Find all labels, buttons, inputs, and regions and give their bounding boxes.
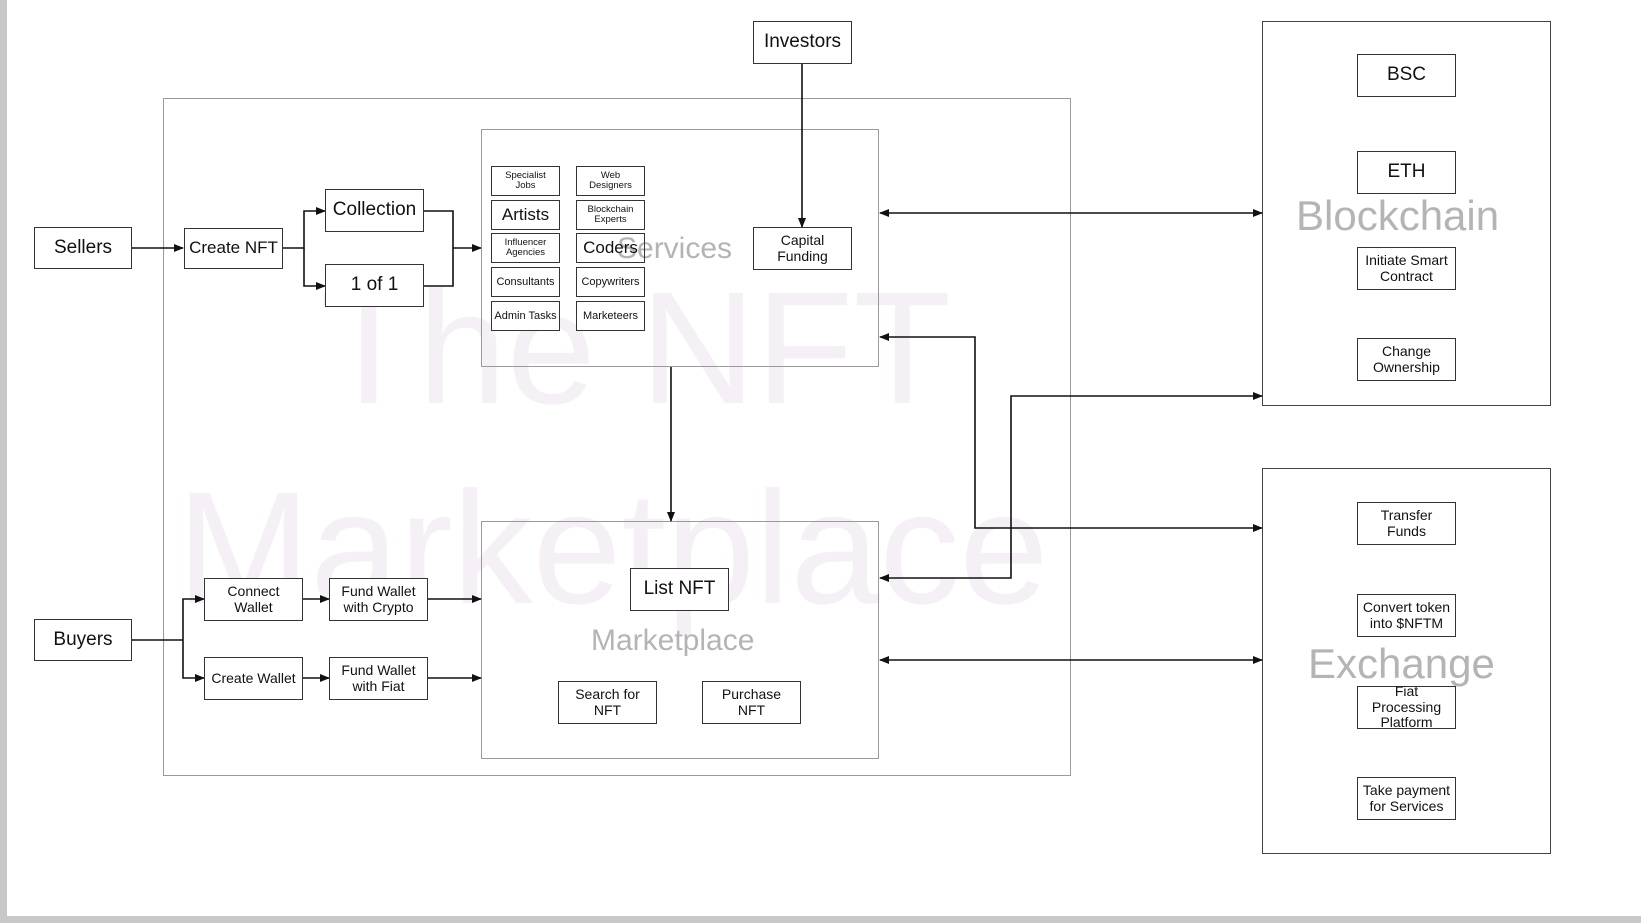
service-web-designers[interactable]: Web Designers bbox=[576, 166, 645, 196]
service-label: Artists bbox=[501, 204, 550, 224]
one-of-one-node[interactable]: 1 of 1 bbox=[325, 264, 424, 307]
service-label: Consultants bbox=[496, 275, 555, 288]
blockchain-bsc-node[interactable]: BSC bbox=[1357, 54, 1456, 97]
create-nft-label: Create NFT bbox=[189, 238, 278, 258]
fund-fiat-node[interactable]: Fund Wallet with Fiat bbox=[329, 657, 428, 700]
blockchain-initiate-contract-node[interactable]: Initiate Smart Contract bbox=[1357, 247, 1456, 290]
service-copywriters[interactable]: Copywriters bbox=[576, 267, 645, 297]
exchange-item-label: Convert token into $NFTM bbox=[1362, 599, 1451, 631]
blockchain-item-label: BSC bbox=[1386, 64, 1427, 86]
service-label: Influencer Agencies bbox=[504, 236, 547, 258]
fund-crypto-label: Fund Wallet with Crypto bbox=[341, 583, 416, 615]
service-label: Specialist Jobs bbox=[505, 169, 546, 191]
exchange-transfer-funds-node[interactable]: Transfer Funds bbox=[1357, 502, 1456, 545]
service-blockchain-experts[interactable]: Blockchain Experts bbox=[576, 200, 645, 230]
search-nft-label: Search for NFT bbox=[575, 686, 640, 718]
exchange-take-payment-node[interactable]: Take payment for Services bbox=[1357, 777, 1456, 820]
capital-funding-label: Capital Funding bbox=[777, 232, 828, 264]
sellers-node[interactable]: Sellers bbox=[34, 227, 132, 269]
blockchain-title: Blockchain bbox=[1296, 192, 1500, 239]
investors-node[interactable]: Investors bbox=[753, 21, 852, 64]
blockchain-change-ownership-node[interactable]: Change Ownership bbox=[1357, 338, 1456, 381]
marketplace-title: Marketplace bbox=[591, 624, 755, 657]
service-marketeers[interactable]: Marketeers bbox=[576, 301, 645, 331]
blockchain-item-label: Change Ownership bbox=[1373, 343, 1440, 375]
exchange-item-label: Take payment for Services bbox=[1362, 782, 1451, 814]
connect-wallet-node[interactable]: Connect Wallet bbox=[204, 578, 303, 621]
create-nft-node[interactable]: Create NFT bbox=[184, 228, 283, 269]
blockchain-eth-node[interactable]: ETH bbox=[1357, 151, 1456, 194]
purchase-nft-node[interactable]: Purchase NFT bbox=[702, 681, 801, 724]
service-label: Marketeers bbox=[582, 309, 639, 322]
buyers-node[interactable]: Buyers bbox=[34, 619, 132, 661]
marketplace-panel bbox=[481, 521, 879, 759]
create-wallet-node[interactable]: Create Wallet bbox=[204, 657, 303, 700]
create-wallet-label: Create Wallet bbox=[211, 669, 296, 686]
fund-fiat-label: Fund Wallet with Fiat bbox=[341, 662, 416, 694]
fund-crypto-node[interactable]: Fund Wallet with Crypto bbox=[329, 578, 428, 621]
service-label: Web Designers bbox=[589, 169, 632, 191]
service-consultants[interactable]: Consultants bbox=[491, 267, 560, 297]
collection-node[interactable]: Collection bbox=[325, 189, 424, 232]
one-of-one-label: 1 of 1 bbox=[350, 274, 399, 296]
list-nft-node[interactable]: List NFT bbox=[630, 568, 729, 611]
service-admin-tasks[interactable]: Admin Tasks bbox=[491, 301, 560, 331]
service-label: Copywriters bbox=[581, 275, 640, 288]
blockchain-item-label: Initiate Smart Contract bbox=[1365, 252, 1448, 284]
diagram-canvas: The NFT Marketplace Services Marketplace… bbox=[7, 0, 1641, 916]
buyers-label: Buyers bbox=[53, 628, 113, 650]
purchase-nft-label: Purchase NFT bbox=[721, 686, 782, 718]
service-coders[interactable]: Coders bbox=[576, 233, 645, 263]
collection-label: Collection bbox=[332, 199, 417, 221]
exchange-title: Exchange bbox=[1308, 640, 1495, 687]
service-label: Coders bbox=[583, 237, 638, 257]
exchange-item-label: Transfer Funds bbox=[1380, 507, 1433, 539]
investors-label: Investors bbox=[763, 31, 842, 53]
connect-wallet-label: Connect Wallet bbox=[227, 583, 280, 615]
exchange-item-label: Fiat Processing Platform bbox=[1371, 683, 1442, 731]
list-nft-label: List NFT bbox=[643, 578, 716, 600]
services-title: Services bbox=[617, 232, 733, 265]
service-influencer-agencies[interactable]: Influencer Agencies bbox=[491, 233, 560, 263]
service-specialist-jobs[interactable]: Specialist Jobs bbox=[491, 166, 560, 196]
blockchain-item-label: ETH bbox=[1387, 161, 1426, 183]
capital-funding-node[interactable]: Capital Funding bbox=[753, 227, 852, 270]
search-nft-node[interactable]: Search for NFT bbox=[558, 681, 657, 724]
service-label: Blockchain Experts bbox=[587, 203, 634, 225]
exchange-convert-token-node[interactable]: Convert token into $NFTM bbox=[1357, 594, 1456, 637]
service-label: Admin Tasks bbox=[494, 309, 557, 322]
sellers-label: Sellers bbox=[53, 236, 113, 258]
exchange-fiat-processing-node[interactable]: Fiat Processing Platform bbox=[1357, 683, 1456, 731]
service-artists[interactable]: Artists bbox=[491, 200, 560, 230]
